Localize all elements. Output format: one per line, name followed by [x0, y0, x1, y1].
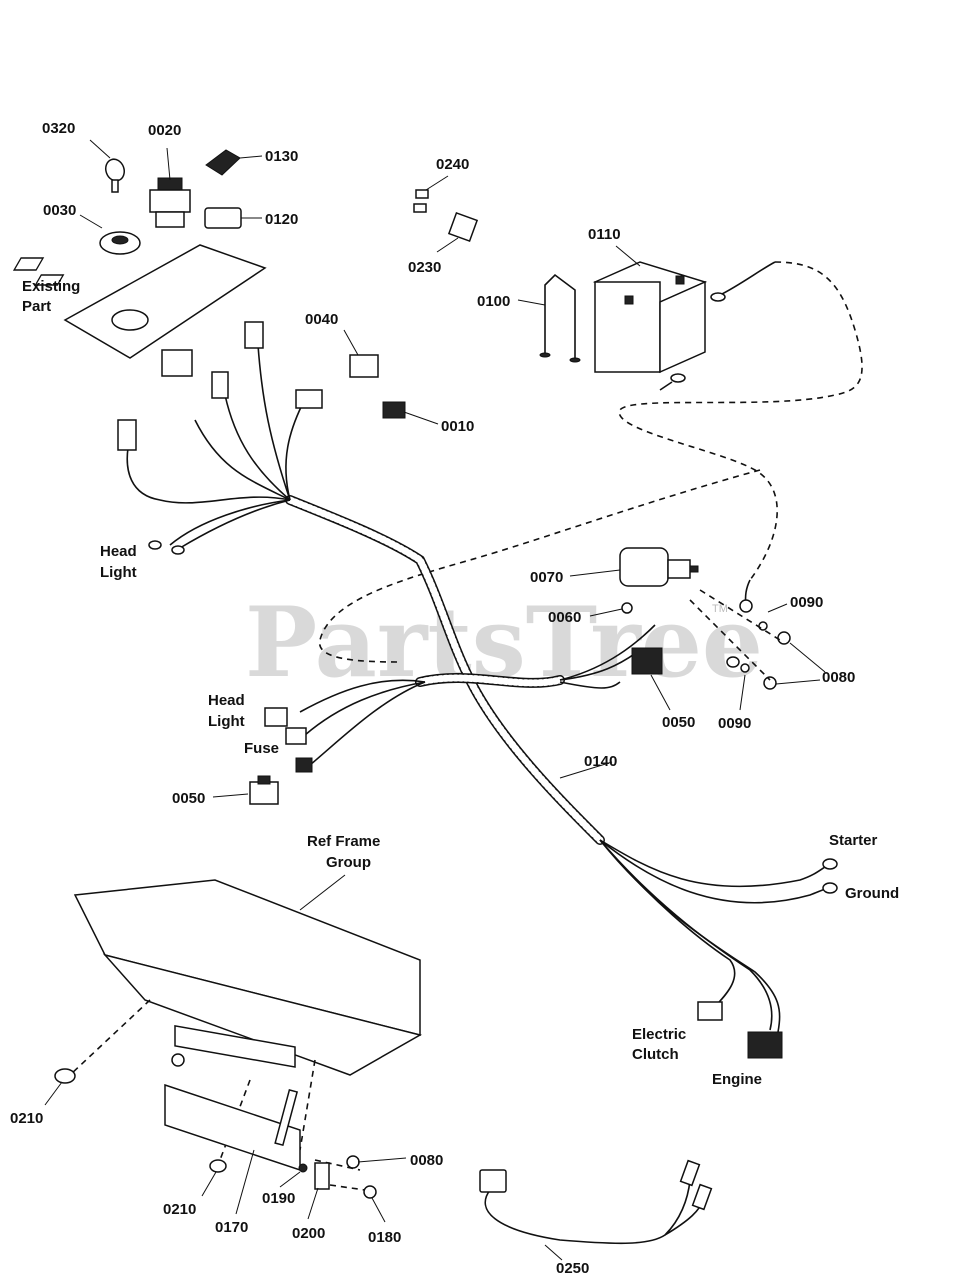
callout-0210-right: 0210	[163, 1201, 196, 1218]
bracket-0170	[164, 1083, 301, 1172]
callout-0180: 0180	[368, 1229, 401, 1246]
callout-0250: 0250	[556, 1260, 589, 1277]
jumper-harness-0250	[479, 1159, 713, 1245]
callout-0130: 0130	[265, 148, 298, 165]
pin-0210-right	[209, 1159, 227, 1173]
connector-engine	[747, 1031, 783, 1059]
callout-0320: 0320	[42, 120, 75, 137]
callout-0230: 0230	[408, 259, 441, 276]
battery-cable-route	[618, 261, 863, 581]
connector-fuse	[285, 727, 307, 745]
washer-0090-lower	[740, 663, 750, 673]
label-existing-part-line2: Part	[22, 298, 51, 315]
connector-0120-plug	[211, 371, 229, 399]
callout-0050-right: 0050	[662, 714, 695, 731]
washer-0090-upper	[758, 621, 768, 631]
callout-0070: 0070	[530, 569, 563, 586]
label-head-light-lower-line1: Head	[208, 692, 245, 709]
callout-0120: 0120	[265, 211, 298, 228]
nut-0080-lower-frame	[346, 1155, 360, 1169]
nut-0080-upper	[777, 631, 791, 645]
hold-down-rod-0100	[539, 273, 581, 363]
callout-0040: 0040	[305, 311, 338, 328]
callout-0080-upper: 0080	[822, 669, 855, 686]
nut-0060	[621, 602, 633, 614]
label-starter: Starter	[829, 832, 878, 849]
battery-cable-top	[719, 261, 776, 296]
connector-0050-right	[631, 647, 663, 675]
existing-dash-panel	[63, 244, 267, 359]
label-head-light-upper-line2: Light	[100, 564, 137, 581]
callout-0090-lower: 0090	[718, 715, 751, 732]
label-fuse: Fuse	[244, 740, 279, 757]
callout-0170: 0170	[215, 1219, 248, 1236]
callout-0080-lower: 0080	[410, 1152, 443, 1169]
callout-0050-left: 0050	[172, 790, 205, 807]
callout-0140: 0140	[584, 753, 617, 770]
clip-0010	[382, 401, 406, 419]
battery-cable-route-2	[319, 469, 761, 663]
connector-head-light-lower	[264, 707, 288, 727]
connector-head-light-upper	[117, 419, 137, 451]
label-ref-frame-line1: Ref Frame	[307, 833, 380, 850]
callout-0210-left: 0210	[10, 1110, 43, 1127]
label-engine: Engine	[712, 1071, 762, 1088]
ignition-switch-0030	[99, 231, 141, 255]
callout-0190: 0190	[262, 1190, 295, 1207]
label-head-light-lower-line2: Light	[208, 713, 245, 730]
relay-0120	[204, 207, 242, 229]
callout-0090-upper: 0090	[790, 594, 823, 611]
bracket-0200	[314, 1162, 330, 1190]
connector-0130	[205, 149, 241, 176]
washer-0190	[298, 1163, 308, 1173]
label-existing-part-line1: Existing	[22, 278, 80, 295]
key-0320	[104, 158, 126, 193]
callout-0240: 0240	[436, 156, 469, 173]
callout-0010: 0010	[441, 418, 474, 435]
connector-upper-mid	[244, 321, 264, 349]
pto-switch-0020	[149, 177, 191, 228]
callout-0030: 0030	[43, 202, 76, 219]
trademark-text: TM	[712, 603, 728, 615]
label-electric-clutch-line1: Electric	[632, 1026, 686, 1043]
connector-triple	[161, 349, 193, 377]
switch-0040	[349, 354, 379, 378]
label-electric-clutch-line2: Clutch	[632, 1046, 679, 1063]
connector-electric-clutch	[697, 1001, 723, 1021]
callout-0060: 0060	[548, 609, 581, 626]
label-ref-frame-line2: Group	[326, 854, 371, 871]
connector-0230	[447, 211, 479, 243]
connector-right-upper	[295, 389, 323, 409]
label-head-light-upper-line1: Head	[100, 543, 137, 560]
ref-frame-group	[73, 879, 422, 1076]
switch-0050-left	[249, 781, 279, 805]
callout-0110: 0110	[588, 226, 621, 243]
solenoid-0070	[619, 547, 699, 587]
pin-0210-left	[54, 1068, 76, 1084]
callout-0020: 0020	[148, 122, 181, 139]
battery-0110	[592, 261, 708, 374]
nut-0180	[363, 1185, 377, 1199]
label-ground: Ground	[845, 885, 899, 902]
main-harness-0140	[126, 344, 829, 1033]
callout-0100: 0100	[477, 293, 510, 310]
nut-0080-lower	[763, 676, 777, 690]
callout-0200: 0200	[292, 1225, 325, 1242]
screws-0240	[413, 189, 429, 213]
